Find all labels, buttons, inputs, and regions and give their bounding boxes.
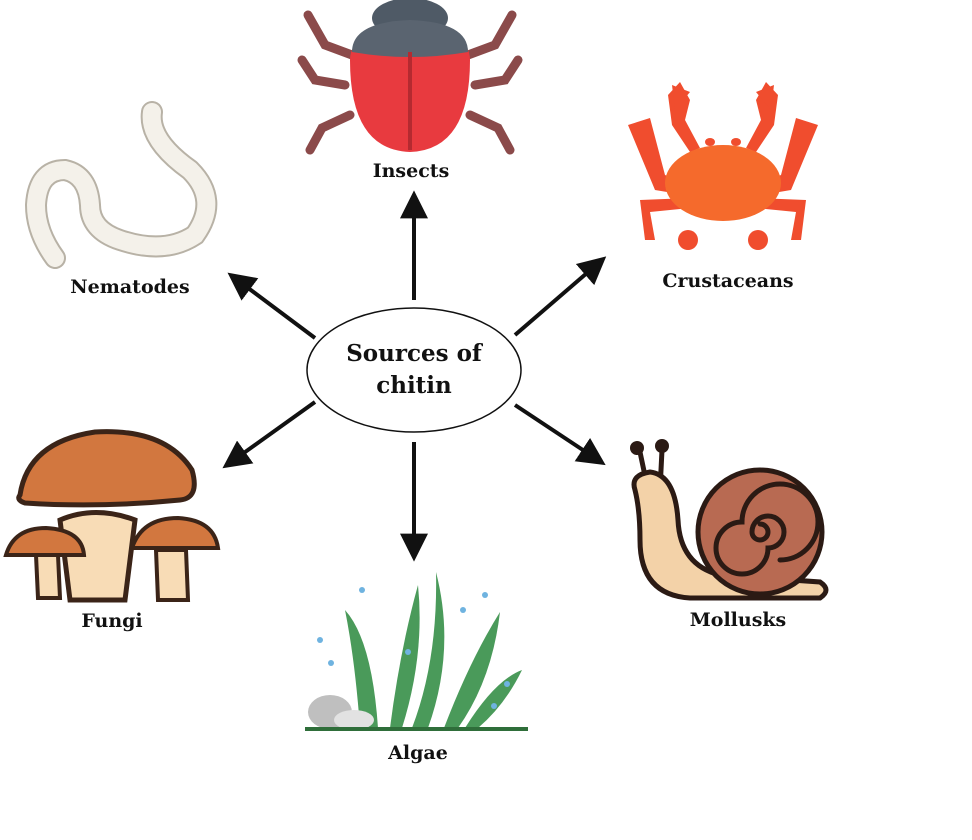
arrow-to-nematodes	[227, 272, 317, 340]
beetle-icon	[297, 0, 523, 155]
label-crustaceans: Crustaceans	[662, 270, 794, 292]
mushroom-icon	[3, 429, 221, 603]
arrow-to-crustaceans	[513, 256, 607, 337]
worm-icon	[24, 101, 218, 269]
label-insects: Insects	[372, 160, 450, 182]
arrows	[222, 190, 607, 562]
center-ellipse	[306, 307, 522, 433]
crab-icon	[628, 82, 818, 250]
center-label: Sources of chitin	[346, 338, 482, 402]
arrow-to-mollusks	[513, 403, 606, 466]
seaweed-icon	[305, 572, 528, 731]
label-algae: Algae	[388, 742, 448, 764]
snail-icon	[630, 439, 829, 601]
center-label-line1: Sources of	[346, 340, 482, 367]
center-label-line2: chitin	[376, 372, 452, 399]
label-nematodes: Nematodes	[70, 276, 190, 298]
label-mollusks: Mollusks	[689, 609, 787, 631]
label-fungi: Fungi	[81, 610, 143, 632]
arrow-to-fungi	[222, 400, 317, 469]
